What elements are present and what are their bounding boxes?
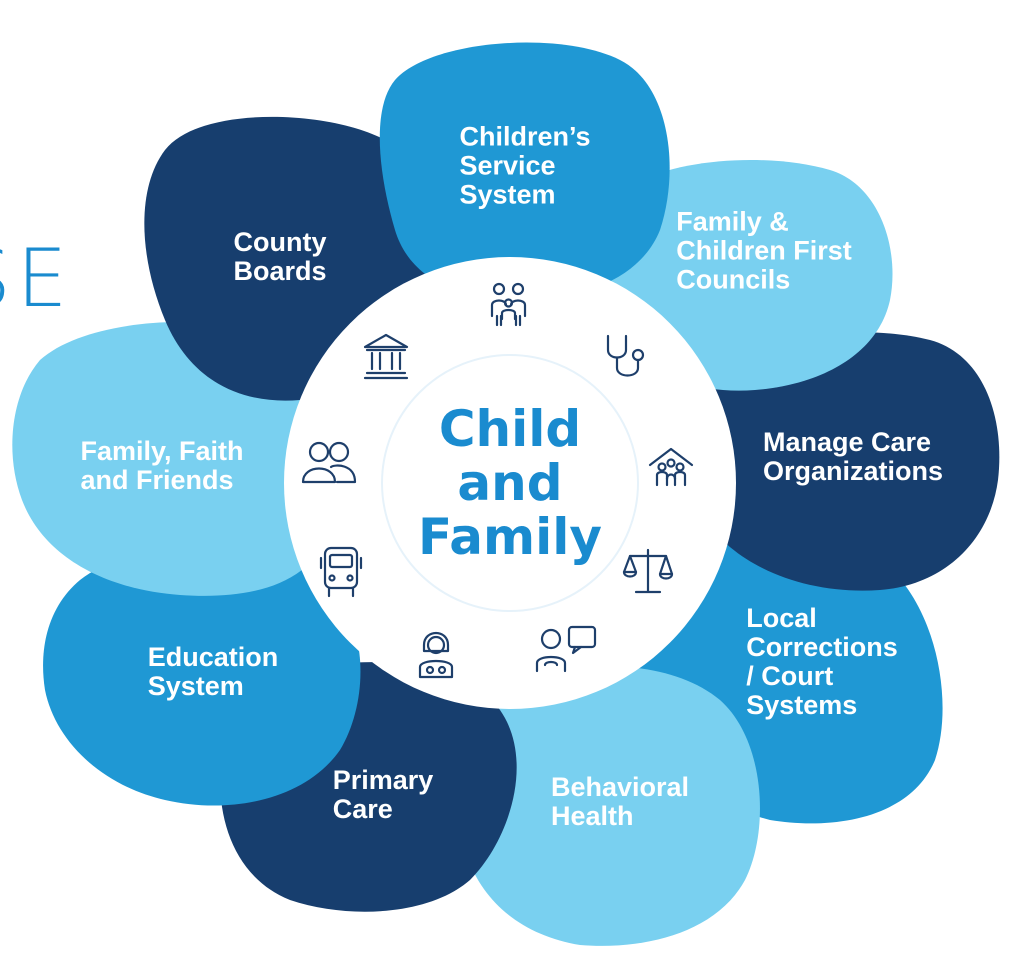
center-title: Child and Family: [418, 400, 602, 566]
stethoscope-icon: [606, 334, 645, 377]
people-icon: [301, 441, 357, 484]
label-education-system: Education System: [147, 642, 279, 701]
school-bus-icon: [319, 546, 363, 598]
label-county-boards: County Boards: [233, 227, 327, 286]
petal-education-system: [43, 550, 361, 806]
counselor-chat-icon: [535, 625, 597, 673]
label-local-corrections-court-systems: Local Corrections / Court Systems: [746, 603, 898, 720]
label-primary-care: Primary Care: [332, 765, 434, 824]
label-manage-care-organizations: Manage Care Organizations: [762, 427, 944, 486]
petal-behavioral-health: [450, 666, 760, 946]
center-circle: [284, 257, 736, 709]
inner-ring: [381, 354, 639, 612]
label-childrens-service-system: Children’s Service System: [459, 121, 591, 210]
family-icon: [490, 282, 527, 327]
doctor-icon: [418, 631, 454, 679]
petal-manage-care-organizations: [683, 332, 1000, 591]
petal-childrens-service-system: [379, 42, 670, 300]
label-family-faith-friends: Family, Faith and Friends: [80, 436, 244, 495]
label-family-children-first-councils: Family & Children First Councils: [676, 206, 852, 295]
scales-of-justice-icon: [622, 548, 674, 594]
courthouse-icon: [363, 333, 409, 380]
label-behavioral-health: Behavioral Health: [550, 772, 690, 831]
partial-background-word: SE: [0, 232, 74, 325]
family-home-icon: [648, 447, 694, 487]
